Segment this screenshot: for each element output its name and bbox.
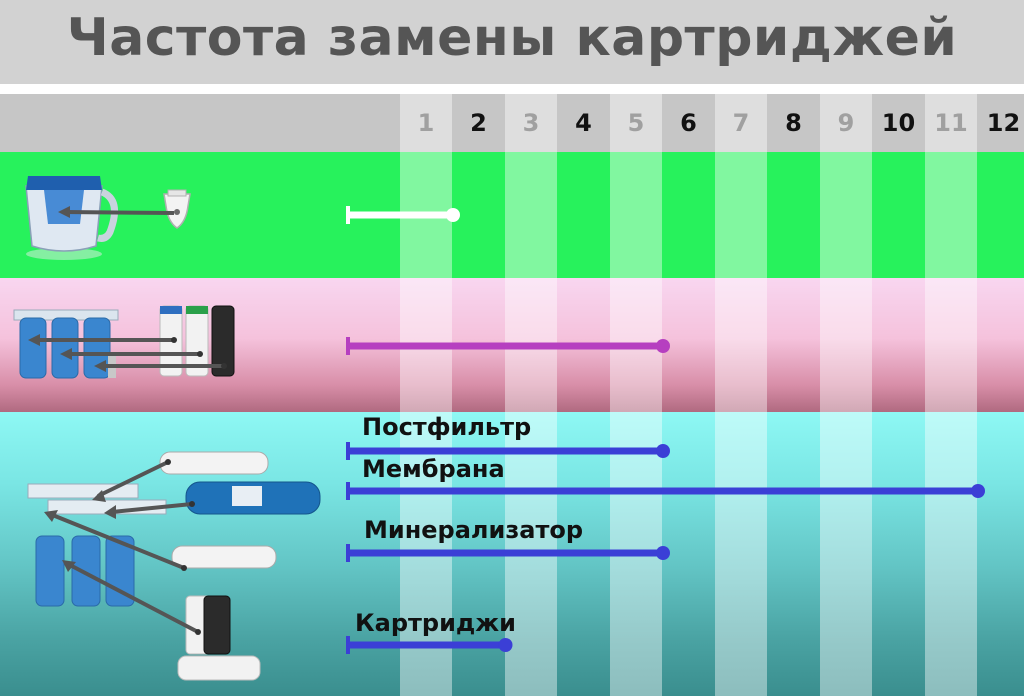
month-tick-2: 2: [470, 109, 487, 137]
filter-pitcher-icon: [25, 176, 191, 260]
month-tick-4: 4: [575, 109, 592, 137]
month-tick-10: 10: [881, 109, 916, 137]
month-tick-7: 7: [732, 109, 750, 137]
month-column-1: [400, 94, 452, 696]
series-label-3: Постфильтр: [362, 413, 532, 441]
reverse-osmosis-system-icon: [27, 451, 321, 681]
interval-bar-end-dot: [656, 444, 670, 458]
month-tick-12: 12: [986, 109, 1021, 137]
month-tick-3: 3: [522, 109, 540, 137]
chart-title: Частота замены картриджей: [66, 8, 958, 68]
interval-bar-3: [346, 442, 670, 460]
interval-bar-2: [346, 337, 670, 355]
month-column-3: [505, 94, 557, 696]
interval-bar-end-dot: [498, 638, 513, 652]
title-gap: [0, 84, 1024, 94]
interval-bar-6: [346, 636, 513, 654]
month-column-7: [715, 94, 767, 696]
month-tick-1: 1: [417, 109, 435, 137]
interval-bar-4: [346, 482, 985, 500]
month-column-11: [925, 94, 977, 696]
month-tick-5: 5: [627, 109, 645, 137]
interval-bar-end-dot: [656, 339, 670, 353]
interval-bar-end-dot: [656, 546, 670, 560]
month-tick-8: 8: [785, 109, 802, 137]
series-label-5: Минерализатор: [364, 516, 584, 544]
month-column-9: [820, 94, 872, 696]
interval-bar-end-dot: [446, 208, 460, 222]
series-label-6: Картриджи: [355, 609, 516, 637]
interval-bar-5: [346, 544, 670, 562]
month-column-5: [610, 94, 662, 696]
month-header-band: [0, 94, 1024, 152]
series-label-4: Мембрана: [362, 455, 505, 483]
interval-bar-end-dot: [971, 484, 985, 498]
month-tick-11: 11: [934, 109, 968, 137]
flow-filter-system-icon: [13, 305, 235, 379]
month-tick-9: 9: [837, 109, 855, 137]
month-tick-6: 6: [680, 109, 697, 137]
interval-bar-1: [346, 206, 460, 224]
title-bar: [0, 0, 1024, 84]
